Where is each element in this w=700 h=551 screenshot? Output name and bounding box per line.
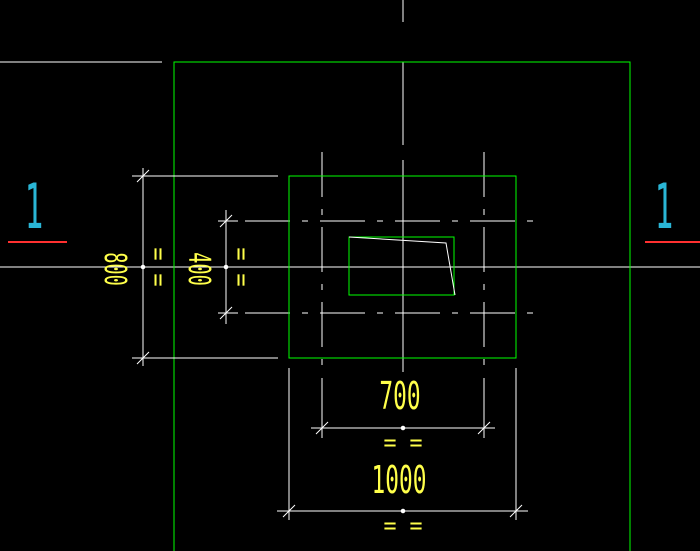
- column-section-polyline: [348, 236, 456, 296]
- section-mark-left: 1: [8, 171, 67, 243]
- dimension-outer-width: [277, 368, 528, 520]
- outlines: [173, 61, 631, 551]
- symmetry-mark-inner-height: = =: [227, 247, 254, 286]
- section-mark-left-number: 1: [25, 171, 44, 243]
- dimension-outer-height: [132, 168, 278, 366]
- dimension-inner-width: [311, 378, 495, 438]
- section-mark-right: 1: [645, 171, 700, 243]
- symmetry-mark-inner-width: = =: [383, 429, 422, 456]
- section-mark-right-number: 1: [655, 171, 674, 243]
- slab-outline: [173, 61, 631, 551]
- symmetry-mark-outer-width: = =: [383, 512, 422, 539]
- column-outline: [348, 236, 455, 296]
- dimension-inner-height: [218, 210, 238, 324]
- dimension-label-inner-width: 700: [379, 375, 420, 419]
- centerlines: [0, 0, 700, 372]
- symmetry-mark-outer-height: = =: [144, 247, 171, 286]
- dimension-label-outer-width: 1000: [372, 459, 427, 503]
- dimension-label-outer-height: 800: [98, 252, 133, 286]
- dimension-label-inner-height: 400: [182, 252, 217, 286]
- outer-foundation-outline: [288, 175, 517, 359]
